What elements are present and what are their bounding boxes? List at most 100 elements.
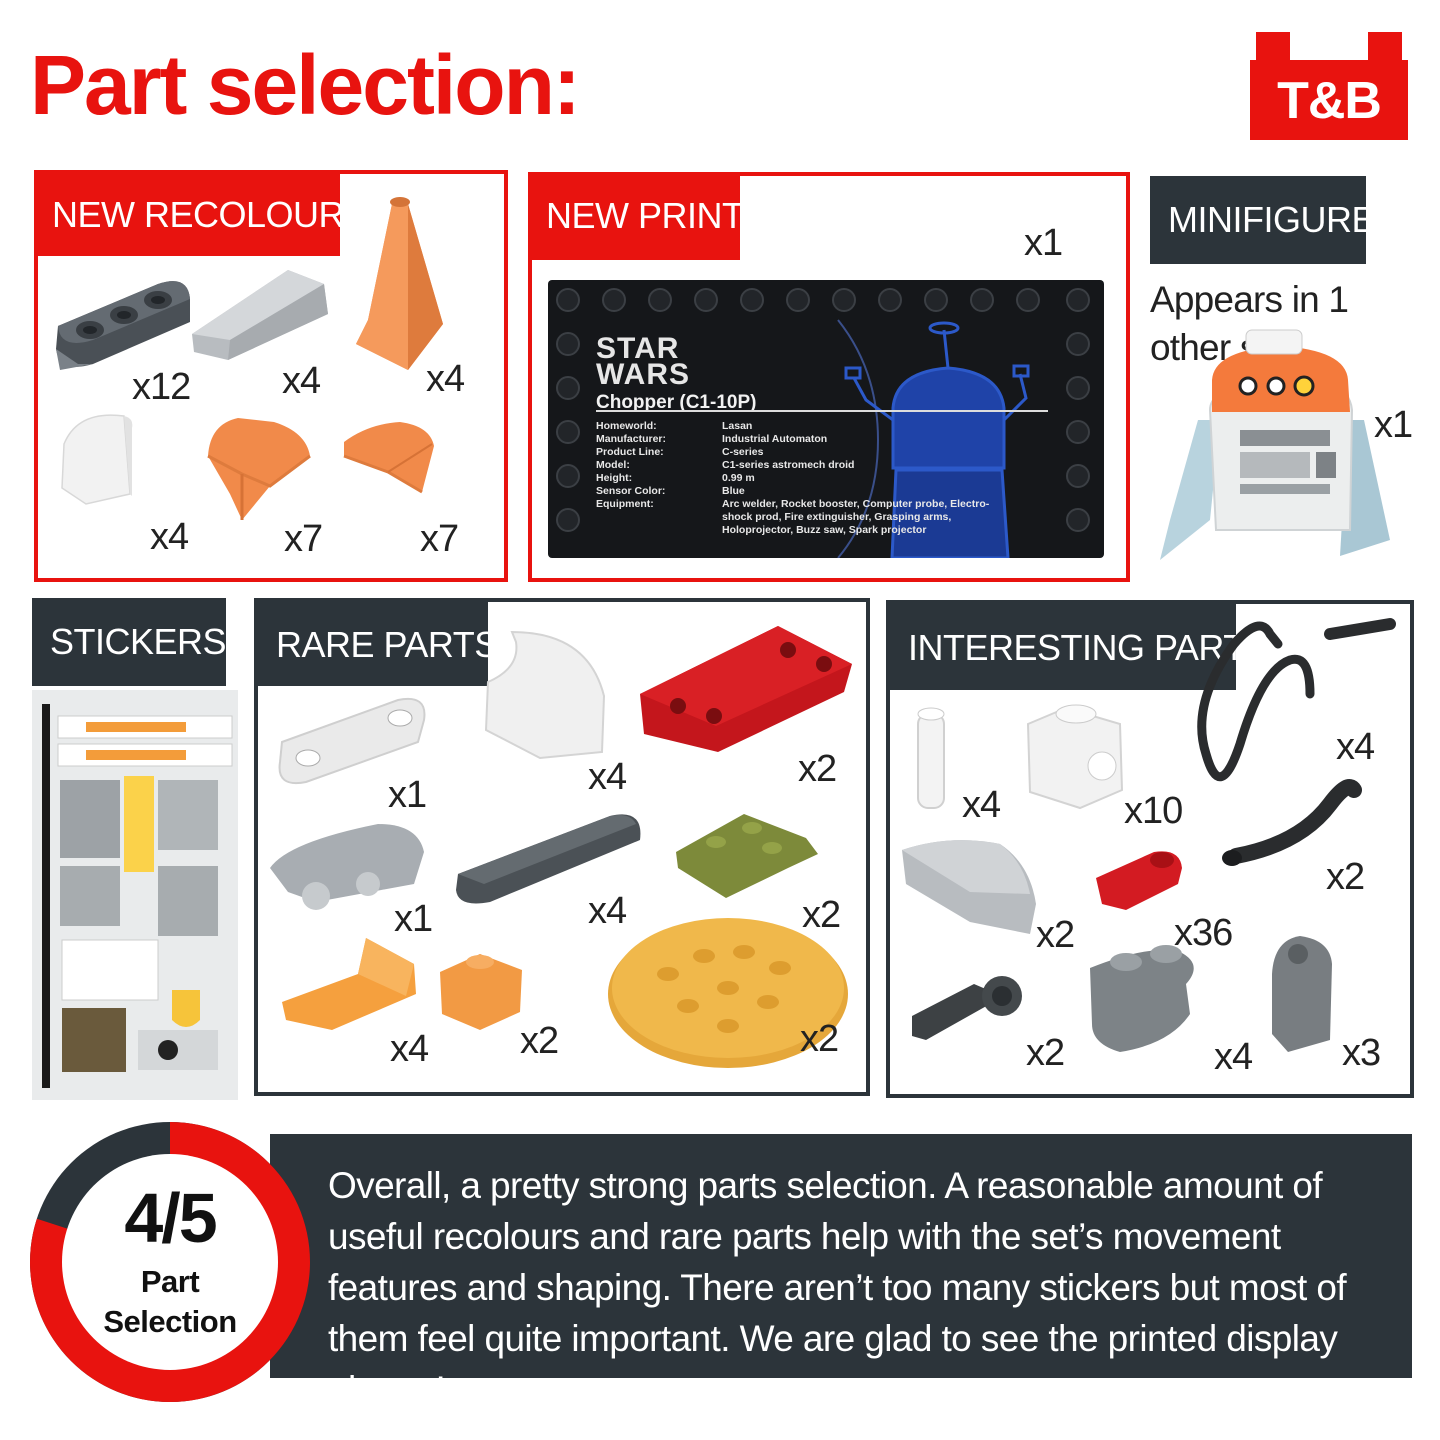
interesting-qty: x4 xyxy=(1214,1036,1253,1078)
spec-value: 0.99 m xyxy=(722,472,755,484)
logo-stud-icon xyxy=(1256,32,1290,60)
dark-grey-bar-holder-part xyxy=(912,976,1022,1040)
spec-key: Manufacturer: xyxy=(596,433,667,445)
spec-key: Product Line: xyxy=(596,446,664,458)
star-wars-logo: STAR WARS xyxy=(596,332,690,391)
white-curved-brick-part xyxy=(484,630,606,760)
interesting-parts-title: INTERESTING PARTS: xyxy=(890,604,1278,690)
spec-key: Homeworld: xyxy=(596,420,657,432)
orange-cone-slope-part xyxy=(356,197,443,370)
grey-oval-plate-part xyxy=(1090,945,1194,1052)
spec-row: Manufacturer:Industrial Automaton xyxy=(594,433,1018,446)
star-wars-logo-line: WARS xyxy=(596,358,690,391)
spec-row: Sensor Color: Blue xyxy=(594,485,1018,498)
chopper-blueprint-icon xyxy=(837,319,1030,558)
rare-qty: x1 xyxy=(394,898,433,940)
score-ring xyxy=(30,1122,310,1402)
new-recolours-title: NEW RECOLOURS: xyxy=(34,172,378,256)
orange-bracket-part xyxy=(282,938,416,1030)
spec-key: Sensor Color: xyxy=(596,485,666,497)
white-bar-part xyxy=(917,707,945,809)
tb-logo: T&B xyxy=(1250,32,1408,140)
spec-value: C1-series astromech droid xyxy=(722,459,855,471)
gold-round-plate-part xyxy=(608,918,848,1068)
logo-stud-icon xyxy=(1368,32,1402,60)
rare-qty: x1 xyxy=(388,774,427,816)
recolour-qty: x4 xyxy=(282,360,321,402)
interesting-qty: x2 xyxy=(1326,856,1365,898)
interesting-parts-images xyxy=(902,618,1396,1052)
spec-value: Arc welder, Rocket booster, Computer pro… xyxy=(722,498,990,536)
spec-value: C-series xyxy=(722,446,764,458)
light-grey-slope-part xyxy=(192,270,328,360)
score-label-line: Selection xyxy=(103,1304,237,1339)
grey-technic-connector-part xyxy=(270,824,424,910)
interesting-parts-panel xyxy=(886,600,1414,1098)
interesting-qty: x2 xyxy=(1036,914,1075,956)
grey-clip-part xyxy=(1272,936,1332,1052)
black-flexible-hose-part xyxy=(1197,618,1396,781)
orange-1x1-brick-part xyxy=(440,954,522,1030)
minifigure-title: MINIFIGURE: xyxy=(1150,176,1385,264)
star-wars-logo-line: STAR xyxy=(596,332,680,365)
rare-parts-panel xyxy=(254,598,870,1096)
plaque-name: Chopper (C1-10P) xyxy=(596,392,757,413)
spec-key: Equipment: xyxy=(596,498,654,510)
rare-qty: x2 xyxy=(520,1020,559,1062)
minifigure-qty: x1 xyxy=(1374,404,1413,446)
page-title: Part selection: xyxy=(30,38,581,132)
dark-grey-round-brick-part xyxy=(456,814,641,904)
recolour-qty: x4 xyxy=(426,358,465,400)
recolour-qty: x12 xyxy=(132,366,191,408)
dark-grey-plate-part xyxy=(56,281,190,370)
spec-key: Height: xyxy=(596,472,633,484)
spec-value: Blue xyxy=(722,485,745,497)
score-label: Part Selection xyxy=(30,1262,310,1342)
orange-wedge-part xyxy=(343,422,434,494)
spec-row: Equipment: Arc welder, Rocket booster, Co… xyxy=(594,498,1018,537)
print-qty: x1 xyxy=(1024,222,1063,264)
rare-qty: x2 xyxy=(798,748,837,790)
red-technic-pin-part xyxy=(1096,851,1182,910)
plaque-studs xyxy=(556,288,1090,558)
spec-row: Model: C1-series astromech droid xyxy=(594,459,1018,472)
plaque-spec-table: Homeworld: Lasan Manufacturer:Industrial … xyxy=(594,420,1018,537)
score-label-line: Part xyxy=(140,1264,200,1299)
rare-qty: x4 xyxy=(390,1028,429,1070)
rare-qty: x2 xyxy=(800,1018,839,1060)
light-grey-curved-slope-part xyxy=(902,840,1036,934)
spec-row: Homeworld: Lasan xyxy=(594,420,1018,433)
summary-text: Overall, a pretty strong parts selection… xyxy=(328,1165,1347,1410)
interesting-qty: x4 xyxy=(962,784,1001,826)
rare-qty: x2 xyxy=(802,894,841,936)
orange-wedge-part xyxy=(207,418,311,520)
new-recolours-parts xyxy=(56,197,443,520)
recolour-qty: x7 xyxy=(420,518,459,560)
plaque-divider xyxy=(596,410,1048,412)
interesting-qty: x4 xyxy=(1336,726,1375,768)
logo-text: T&B xyxy=(1277,72,1382,130)
display-plaque: STAR WARS Chopper (C1-10P) Homeworld: Las… xyxy=(548,280,1104,558)
rare-qty: x4 xyxy=(588,756,627,798)
sticker-sheet xyxy=(32,690,238,1100)
new-print-title: NEW PRINT: xyxy=(528,172,750,260)
recolour-qty: x4 xyxy=(150,516,189,558)
score-value: 4/5 xyxy=(124,1179,217,1257)
spec-row: Product Line: C-series xyxy=(594,446,1018,459)
white-technic-beam-part xyxy=(278,698,426,784)
new-print-panel xyxy=(528,172,1130,582)
spec-key: Model: xyxy=(596,459,630,471)
white-curved-slope-part xyxy=(61,414,133,505)
rare-parts-images xyxy=(270,626,852,1068)
chopper-minifigure xyxy=(1160,329,1390,560)
summary-banner xyxy=(270,1134,1412,1378)
rare-qty: x4 xyxy=(588,890,627,932)
interesting-qty: x36 xyxy=(1174,912,1233,954)
recolour-qty: x7 xyxy=(284,518,323,560)
black-short-hose-part xyxy=(1222,779,1362,866)
stickers-title: STICKERS: xyxy=(32,598,236,686)
olive-l-plate-part xyxy=(676,814,818,898)
red-technic-frame-part xyxy=(640,626,852,752)
spec-value: Lasan xyxy=(722,420,753,432)
white-brick-side-stud-part xyxy=(1026,704,1124,810)
